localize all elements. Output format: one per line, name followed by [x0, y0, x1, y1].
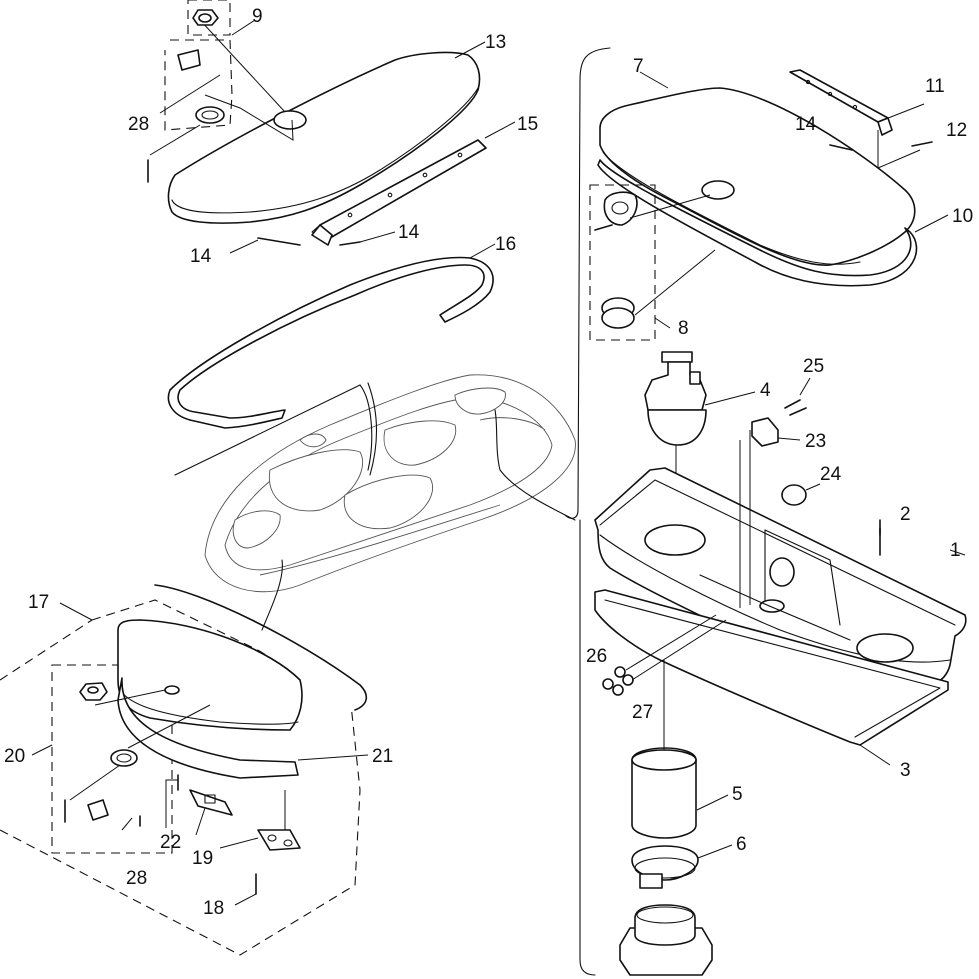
lid-13	[167, 51, 481, 224]
callout-10: 10	[952, 206, 973, 227]
callout-3: 3	[900, 760, 911, 781]
boat-illustration	[204, 374, 576, 593]
callout-9: 9	[252, 6, 263, 27]
fastener-kit-box	[187, 0, 231, 36]
cylinder-5	[631, 747, 697, 839]
callout-8: 8	[678, 318, 689, 339]
callout-28-top: 28	[128, 114, 149, 135]
plate-18	[257, 829, 301, 851]
callout-18: 18	[203, 898, 224, 919]
callout-23: 23	[805, 431, 826, 452]
callout-22: 22	[160, 832, 181, 853]
callout-25: 25	[803, 356, 824, 377]
callout-27: 27	[632, 702, 653, 723]
callout-13: 13	[485, 32, 506, 53]
callout-28-bottom: 28	[126, 868, 147, 889]
lid-21	[117, 619, 303, 731]
callout-14-mid: 14	[398, 222, 420, 243]
callout-leaders	[31, 19, 966, 906]
callout-19: 19	[192, 848, 213, 869]
callout-20: 20	[4, 746, 25, 767]
callout-26: 26	[586, 646, 607, 667]
callout-21: 21	[372, 746, 393, 767]
lid-7	[599, 87, 916, 266]
callout-1: 1	[950, 540, 961, 561]
callout-6: 6	[736, 834, 747, 855]
callout-5: 5	[732, 784, 743, 805]
lid-hole	[273, 110, 307, 130]
callout-12: 12	[946, 120, 967, 141]
callout-14-left: 14	[190, 246, 212, 267]
seal-16	[167, 256, 494, 476]
callout-16: 16	[495, 234, 516, 255]
rear-storage-lid-assembly	[0, 382, 378, 956]
callout-11: 11	[925, 76, 945, 97]
front-storage-lid-assembly	[147, 0, 487, 246]
callout-15: 15	[517, 114, 538, 135]
right-storage-bin-assembly	[494, 47, 967, 976]
callout-7: 7	[633, 56, 644, 77]
callout-2: 2	[900, 504, 911, 525]
gasket-3	[594, 589, 949, 746]
callout-14-right: 14	[795, 114, 817, 135]
callout-17: 17	[28, 592, 49, 613]
callout-24: 24	[820, 464, 842, 485]
callout-labels: 9 13 28 15 14 14 16 7 11 14 12 10 8 4 25…	[4, 6, 973, 919]
callout-4: 4	[760, 380, 771, 401]
